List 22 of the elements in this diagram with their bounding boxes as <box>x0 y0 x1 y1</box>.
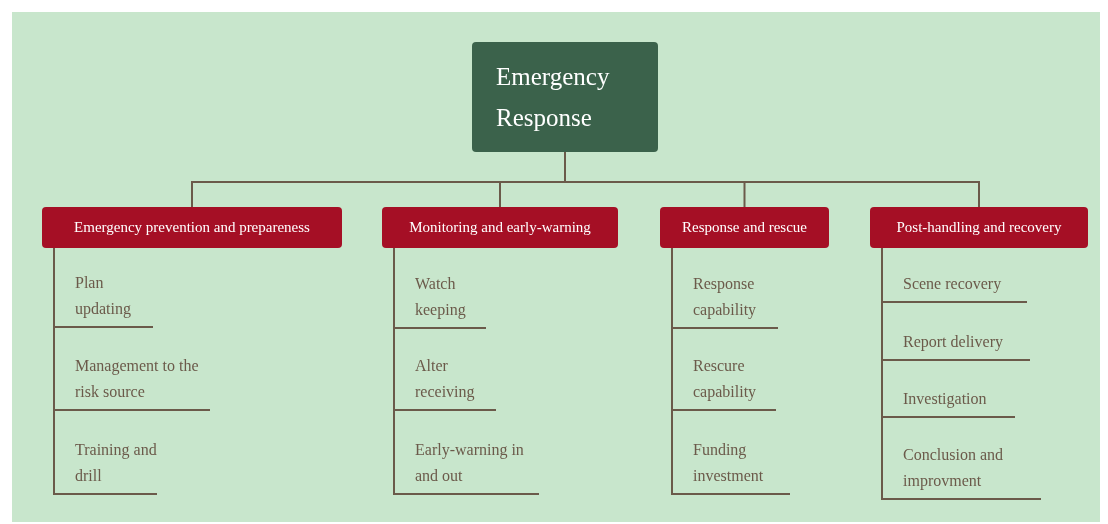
item-label: Plan updating <box>53 272 153 328</box>
category-box: Response and rescue <box>660 207 829 248</box>
item-label: Training and drill <box>53 439 157 495</box>
item-label: Early-warning in and out <box>393 439 539 495</box>
item-label: Report delivery <box>881 331 1030 361</box>
item-label: Funding investment <box>671 439 790 495</box>
item-label: Rescure capability <box>671 355 776 411</box>
item-label: Response capability <box>671 273 778 329</box>
root-box: Emergency Response <box>472 42 658 152</box>
item-label: Watch keeping <box>393 273 486 329</box>
category-box: Emergency prevention and prepareness <box>42 207 342 248</box>
connector-line <box>393 247 395 496</box>
category-box: Post-handling and recovery <box>870 207 1088 248</box>
connector-line <box>671 247 673 496</box>
item-label: Scene recovery <box>881 273 1027 303</box>
item-label: Conclusion and improvment <box>881 444 1041 500</box>
item-label: Investigation <box>881 388 1015 418</box>
connector-line <box>53 247 55 496</box>
item-label: Management to the risk source <box>53 355 210 411</box>
category-box: Monitoring and early-warning <box>382 207 618 248</box>
item-label: Alter receiving <box>393 355 496 411</box>
connector-line <box>881 247 883 501</box>
